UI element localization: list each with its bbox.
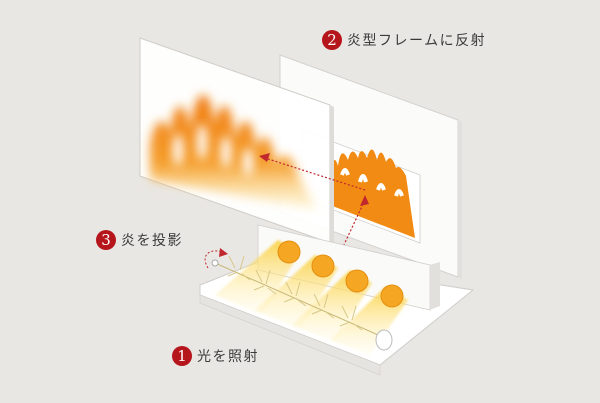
arrow-head-up: [360, 195, 369, 206]
step-number-badge: 3: [96, 230, 116, 250]
bulb-2: [311, 254, 335, 278]
rotating-reflector-rod: [211, 255, 393, 351]
flame-shaped-frame-cutout: [330, 149, 415, 238]
step-2-label: 2 炎型フレームに反射: [322, 30, 486, 50]
step-number-badge: 2: [322, 30, 342, 50]
bulb-1: [277, 240, 301, 264]
rotation-arrow-icon: [204, 248, 228, 269]
step-text: 炎型フレームに反射: [347, 33, 487, 49]
light-beam-1: [215, 240, 300, 315]
bulb-4: [380, 284, 404, 308]
step-text: 光を照射: [197, 349, 259, 365]
light-path-arrows: [264, 157, 366, 301]
arrow-head-left: [259, 153, 270, 162]
step-text: 炎を投影: [121, 233, 183, 249]
step-number-badge: 1: [172, 346, 192, 366]
light-bulbs: [215, 240, 408, 355]
step-1-label: 1 光を照射: [172, 346, 259, 366]
step-3-label: 3 炎を投影: [96, 230, 183, 250]
bulb-3: [345, 269, 369, 293]
